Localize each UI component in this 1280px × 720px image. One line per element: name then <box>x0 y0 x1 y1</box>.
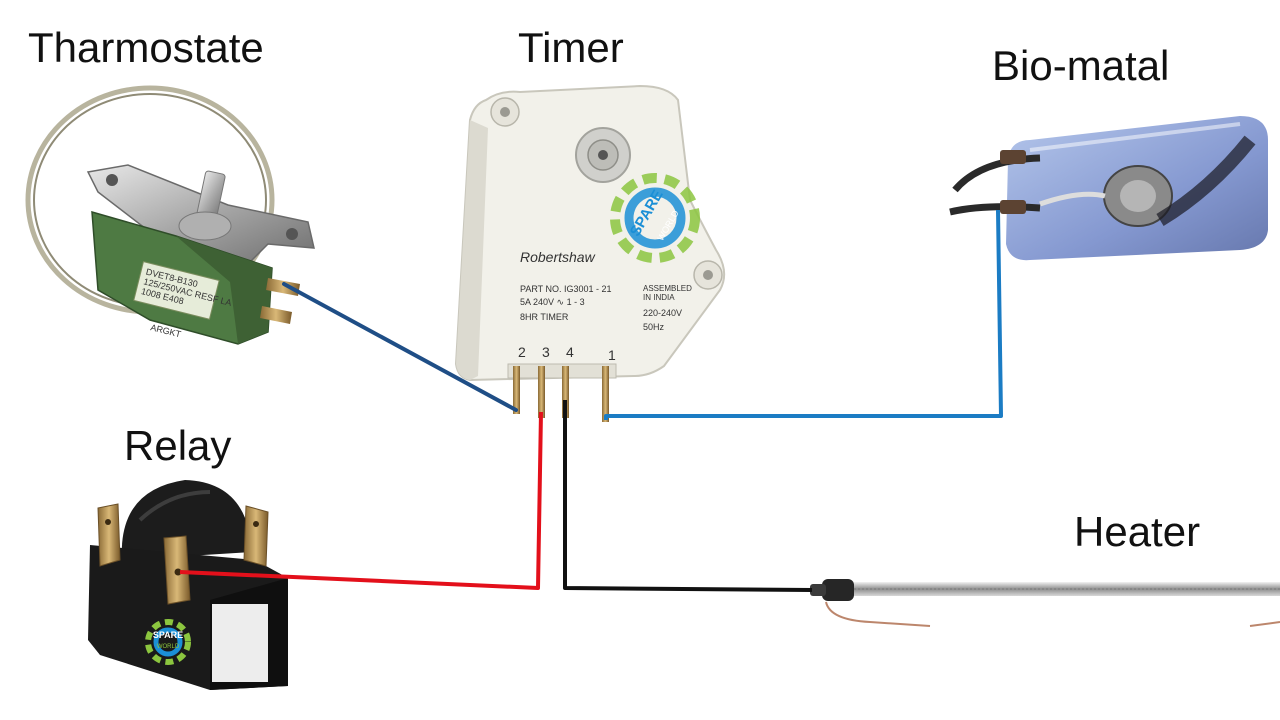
timer-pin-3 <box>538 366 545 418</box>
heater-lead <box>825 601 931 627</box>
timer-rating: 5A 240V ∿ 1 - 3 <box>520 297 585 307</box>
bimetal-lead-top <box>952 154 1041 193</box>
thermostat-label <box>133 260 220 320</box>
timer-pin-4 <box>562 366 569 418</box>
relay: SPARE WORLD <box>88 480 288 690</box>
bimetal-sensor <box>949 116 1268 261</box>
relay-logo-text-bottom: WORLD <box>157 644 180 650</box>
relay-terminal-left <box>97 503 121 567</box>
thermostat-label-text: Tharmostate <box>28 24 264 71</box>
relay-dome <box>121 480 252 560</box>
terminal-number-1: 1 <box>608 347 616 363</box>
timer-label-text: Timer <box>518 24 624 71</box>
bracket-hole-left <box>106 174 118 186</box>
terminal-number-4: 4 <box>566 344 574 360</box>
terminal-number-2: 2 <box>518 344 526 360</box>
wires <box>179 209 1003 592</box>
bimetal-label-text: Bio-matal <box>992 42 1170 89</box>
bimetal-lead-bottom <box>949 203 1041 216</box>
thermostat-body-side <box>176 236 272 344</box>
timer-voltage: 220-240V <box>643 308 682 318</box>
relay-label-patch <box>212 604 268 682</box>
timer-period: 8HR TIMER <box>520 312 569 322</box>
heater-tube <box>850 582 1280 596</box>
relay-terminal-right <box>243 505 269 567</box>
timer-pin-2 <box>513 366 520 414</box>
thermostat-terminal-top <box>266 278 300 296</box>
spare-world-logo-relay: SPARE WORLD <box>145 619 191 665</box>
wire-timer-to-relay <box>179 411 543 590</box>
timer-brand: Robertshaw <box>520 249 596 265</box>
timer-housing <box>454 84 726 382</box>
heater-end-cap <box>822 579 854 601</box>
spare-world-logo-timer: SPARE WORLD <box>610 173 700 263</box>
heater <box>810 579 1280 627</box>
wire-thermostat-to-timer <box>282 282 518 412</box>
timer-frequency: 50Hz <box>643 322 665 332</box>
terminal-number-3: 3 <box>542 344 550 360</box>
bracket-hole-right <box>286 228 298 240</box>
heater-label-text: Heater <box>1074 508 1201 555</box>
relay-label-text: Relay <box>124 422 232 469</box>
timer-part-no: PART NO. IG3001 - 21 <box>520 284 612 294</box>
timer-pin-1 <box>602 366 609 422</box>
defrost-timer: SPARE WORLD Robertshaw PART NO. IG3001 -… <box>454 84 726 422</box>
thermostat-terminal-bottom <box>260 306 292 324</box>
timer-assembled: ASSEMBLED <box>643 284 692 293</box>
timer-housing-edge <box>456 120 488 380</box>
thermostat-shaft-collar <box>178 211 232 241</box>
thermostat: DVET8-B130 125/250VAC RESF LA 1008 E408 … <box>25 85 315 345</box>
wire-timer-to-bimetal <box>604 209 1003 420</box>
wire-timer-to-heater <box>563 400 813 592</box>
timer-country: IN INDIA <box>643 293 675 302</box>
relay-logo-text-top: SPARE <box>153 630 183 640</box>
